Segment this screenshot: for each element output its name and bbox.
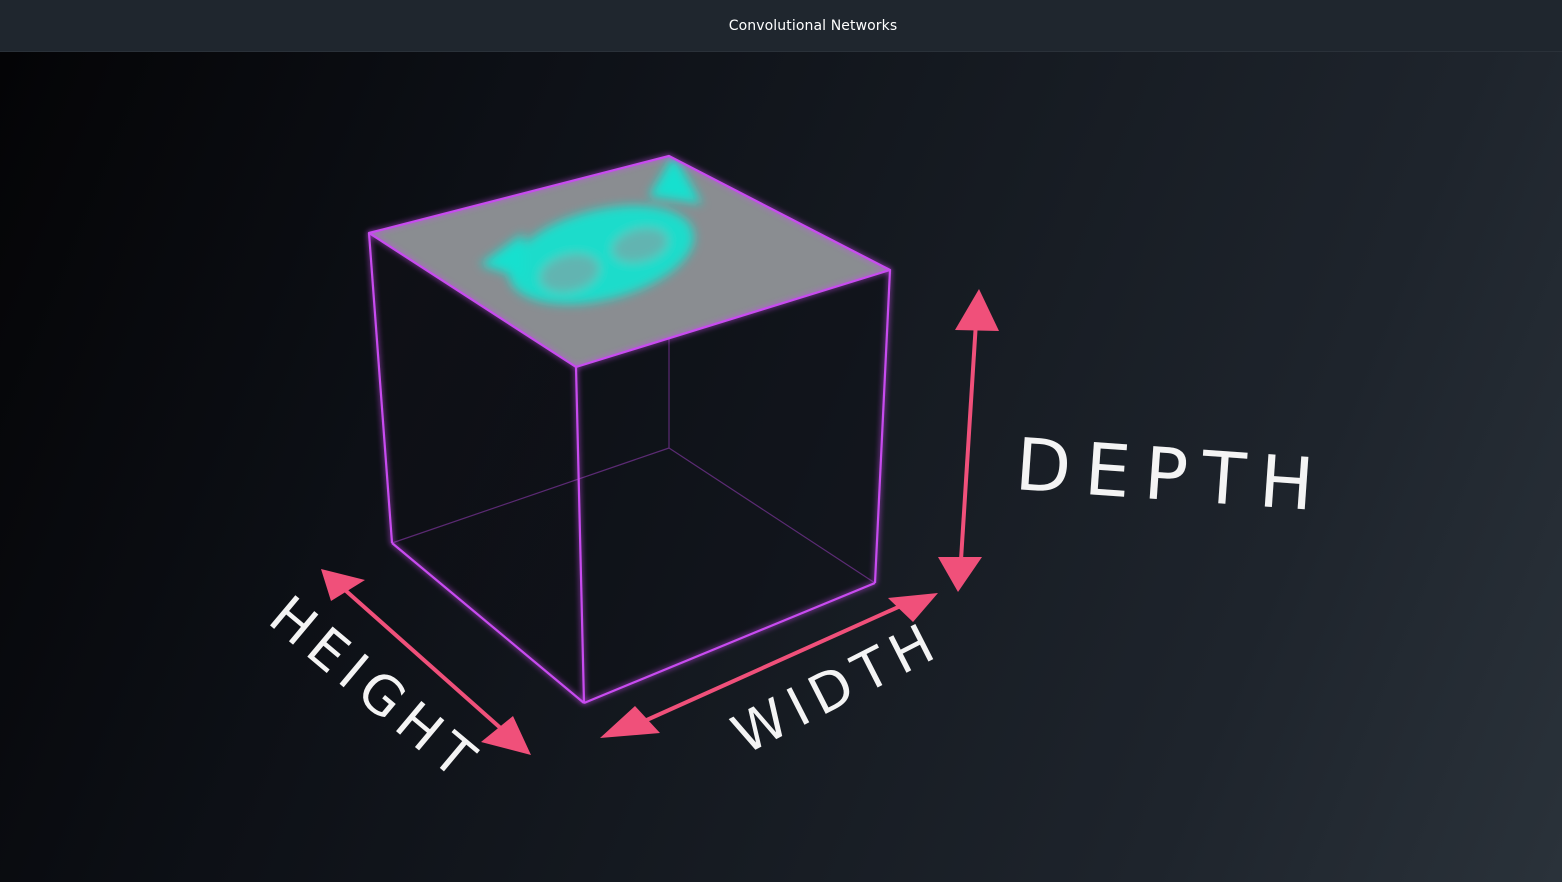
width-arrow-head-left (600, 706, 660, 738)
cube-right-face (576, 270, 890, 703)
width-arrow (600, 593, 938, 738)
title-bar: Convolutional Networks (0, 0, 1562, 52)
cube-edges (367, 154, 892, 705)
height-arrow-head-top (321, 569, 365, 601)
cube-left-face (369, 233, 584, 703)
depth-arrow (938, 289, 999, 592)
depth-arrow-head-bottom (938, 557, 982, 592)
cat-icon (479, 156, 702, 305)
depth-arrow-head-top (955, 289, 999, 331)
depth-label: DEPTH (1013, 422, 1331, 528)
height-arrow (321, 569, 531, 755)
width-arrow-head-right (888, 593, 938, 622)
diagram-canvas: DEPTH WIDTH HEIGHT (0, 52, 1562, 882)
cube (367, 154, 892, 705)
cube-top-face (369, 156, 890, 367)
window-title: Convolutional Networks (728, 17, 898, 34)
height-arrow-head-bottom (481, 716, 531, 755)
volume-diagram: DEPTH WIDTH HEIGHT (258, 154, 1331, 795)
